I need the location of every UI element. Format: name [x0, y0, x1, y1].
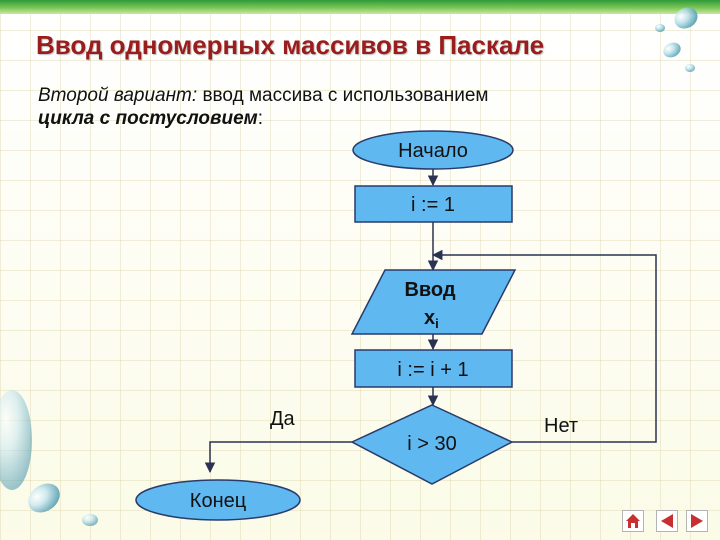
prev-slide-button[interactable]	[656, 510, 678, 532]
input-parallelogram	[350, 269, 517, 335]
input-label: Ввод	[404, 279, 455, 301]
subtitle-colon: :	[257, 108, 263, 129]
end-terminal	[135, 479, 301, 521]
input-subscript: i	[435, 316, 439, 331]
connector-condition-end	[204, 441, 352, 474]
condition-label: i > 30	[407, 433, 456, 455]
next-slide-button[interactable]	[686, 510, 708, 532]
input-var: x	[424, 307, 435, 329]
init-label: i := 1	[411, 194, 455, 216]
increment-process-box	[354, 349, 513, 388]
home-button[interactable]	[622, 510, 644, 532]
home-icon	[626, 514, 640, 528]
increment-label: i := i + 1	[397, 359, 468, 381]
top-decoration-bar	[0, 0, 720, 14]
subtitle-normal: ввод массива с использованием	[197, 85, 489, 106]
subtitle-italic: Второй вариант:	[38, 85, 198, 106]
no-branch-label: Нет	[544, 415, 578, 437]
subtitle-bold: цикла с постусловием	[38, 108, 258, 129]
start-label: Начало	[398, 140, 468, 162]
end-label: Конец	[190, 490, 246, 512]
init-process-box	[354, 185, 513, 223]
input-var-label: xi	[424, 307, 439, 331]
slide-title: Ввод одномерных массивов в Паскале	[36, 30, 545, 60]
arrow-right-icon	[691, 514, 703, 528]
condition-diamond	[350, 404, 514, 485]
connector-loop-back	[431, 249, 657, 443]
slide-subtitle: Второй вариант: ввод массива с использов…	[38, 84, 488, 130]
yes-branch-label: Да	[270, 408, 296, 430]
start-terminal	[352, 130, 514, 170]
arrow-left-icon	[661, 514, 673, 528]
